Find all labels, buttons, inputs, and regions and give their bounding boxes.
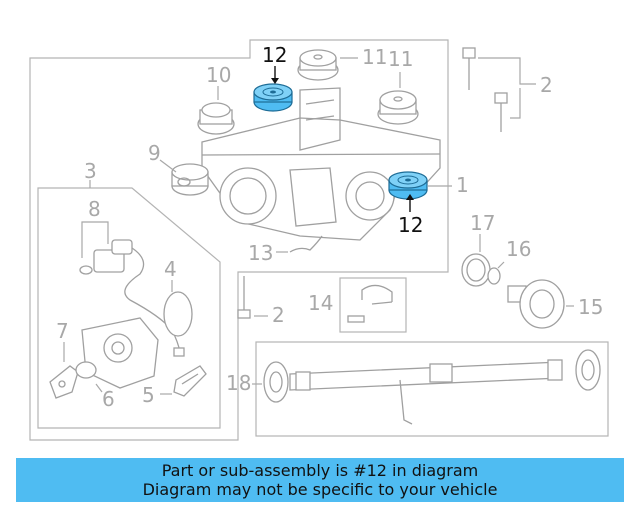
bushing-9-icon (171, 163, 209, 196)
driveshaft-18-frame (255, 341, 609, 437)
callout-18: 18 (226, 371, 251, 395)
callout-4: 4 (164, 257, 177, 281)
o-ring-4-icon (163, 291, 193, 337)
callout-9: 9 (148, 141, 161, 165)
callout-1: 1 (456, 173, 469, 197)
valve-8-icon (79, 239, 133, 275)
callout-5: 5 (142, 383, 155, 407)
callout-12-bottom: 12 (398, 213, 423, 237)
driveshaft-18-icon (263, 349, 601, 425)
kit-14-frame (339, 277, 407, 333)
callout-6: 6 (102, 387, 115, 411)
callout-2-lower: 2 (272, 303, 285, 327)
mount-12-right-icon (388, 171, 428, 200)
u-bolt-14-icon (347, 284, 393, 323)
parts-diagram: 2 1 11 11 10 (29, 39, 609, 441)
pump-unit-icon (81, 317, 159, 389)
callout-2-upper: 2 (540, 73, 553, 97)
bushing-11-left-icon (297, 49, 339, 81)
module-5-icon (173, 365, 207, 397)
hose-13-icon (289, 235, 323, 253)
callout-16: 16 (506, 237, 531, 261)
callout-10: 10 (206, 63, 231, 87)
bushing-10-icon (197, 102, 235, 135)
callout-7: 7 (56, 319, 69, 343)
ring-16-icon (487, 267, 501, 285)
callout-17: 17 (470, 211, 495, 235)
sub-assembly-3-frame (37, 187, 221, 429)
bracket-7-icon (49, 365, 79, 399)
callout-12-top: 12 (262, 43, 287, 67)
callout-14: 14 (308, 291, 333, 315)
flange-15-icon (507, 279, 565, 329)
differential-housing-icon (201, 87, 441, 241)
info-banner: Part or sub-assembly is #12 in diagram D… (16, 458, 624, 502)
banner-line-1: Part or sub-assembly is #12 in diagram (161, 461, 479, 480)
seal-6-icon (75, 361, 97, 379)
banner-line-2: Diagram may not be specific to your vehi… (142, 480, 498, 499)
differential-assembly-frame (29, 39, 449, 441)
callout-15: 15 (578, 295, 603, 319)
bushing-11-right-icon (377, 90, 419, 125)
wire-harness-icon (124, 247, 181, 353)
bolt-2-lower-icon (237, 276, 251, 319)
callout-8: 8 (88, 197, 101, 221)
callout-13: 13 (248, 241, 273, 265)
callout-11-left: 11 (362, 45, 387, 69)
mount-12-left-icon (253, 83, 293, 112)
bolt-2-upper-icon (462, 47, 508, 132)
callout-11-right: 11 (388, 47, 413, 71)
callout-3: 3 (84, 159, 97, 183)
